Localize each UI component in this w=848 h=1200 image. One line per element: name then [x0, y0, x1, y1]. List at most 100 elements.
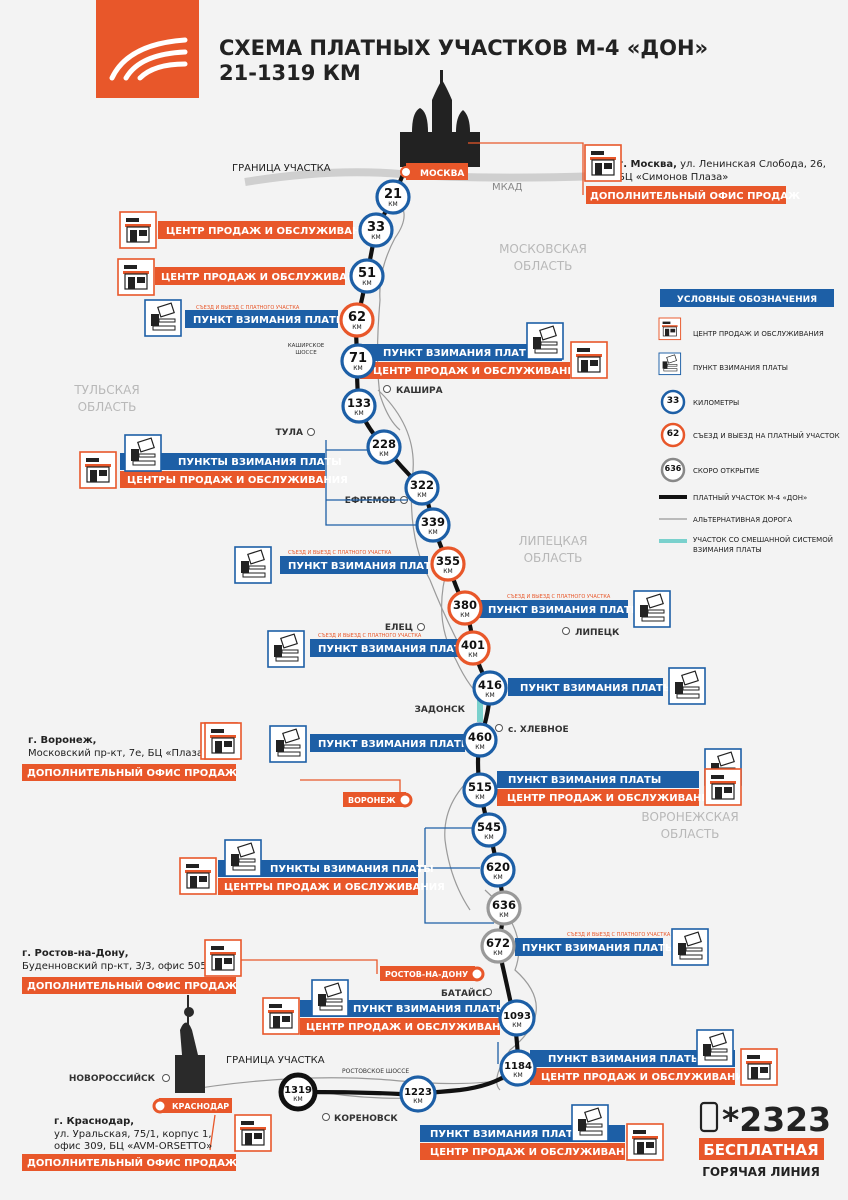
station-circle [339, 302, 375, 338]
station-km-value: 62 [348, 310, 366, 325]
row-33-sales [158, 221, 353, 239]
row-51-sales [155, 267, 345, 285]
office-voronezh-label: ДОПОЛНИТЕЛЬНЫЙ ОФИС ПРОДАЖ [27, 766, 238, 779]
korenovsk-dot [322, 1113, 330, 1121]
legend-item-exit: СЪЕЗД И ВЫЕЗД НА ПЛАТНЫЙ УЧАСТОК [693, 431, 840, 440]
row-1184-sales [530, 1068, 735, 1085]
toll-point-icon [526, 322, 564, 360]
office-krasnodar-line2: офис 309, БЦ «AVM-ORSETTO» [54, 1141, 212, 1152]
office-voronezh-line1: Московский пр-кт, 7е, БЦ «Плаза» [28, 748, 209, 759]
row-33-sales-label: ЦЕНТР ПРОДАЖ И ОБСЛУЖИВАНИЯ [166, 226, 376, 237]
station-circle [340, 343, 376, 379]
efremov-label: ЕФРЕМОВ [345, 496, 396, 506]
station-km-unit: КМ [413, 1098, 422, 1105]
station-km-value: 380 [453, 598, 477, 612]
row-672-note: СЪЕЗД И ВЫЕЗД С ПЛАТНОГО УЧАСТКА [567, 932, 671, 938]
station-circle [358, 212, 394, 248]
sales-center-icon [204, 722, 242, 760]
row-620-sales-label: ЦЕНТРЫ ПРОДАЖ И ОБСЛУЖИВАНИЯ [224, 882, 445, 893]
toll-point-icon [267, 630, 305, 668]
lipetsk-label: ЛИПЕЦК [575, 628, 620, 638]
moscow-city-label: МОСКВА [420, 169, 464, 179]
legend-exit-text: 62 [667, 429, 680, 439]
row-1093-toll-label: ПУНКТ ВЗИМАНИЯ ПЛАТЫ [353, 1004, 506, 1015]
title-line1: СХЕМА ПЛАТНЫХ УЧАСТКОВ М-4 «ДОН» [219, 36, 708, 60]
station-km-unit: КМ [379, 451, 388, 458]
station-km-value: 339 [421, 515, 445, 529]
sales-center-icon [704, 768, 742, 806]
toll-point-icon [144, 299, 182, 337]
hotline-line: ГОРЯЧАЯ ЛИНИЯ [702, 1165, 820, 1179]
row-1223-toll-label: ПУНКТ ВЗИМАНИЯ ПЛАТЫ [430, 1129, 583, 1140]
legend-item-toll: ПУНКТ ВЗИМАНИЯ ПЛАТЫ [693, 364, 788, 372]
legend-title: УСЛОВНЫЕ ОБОЗНАЧЕНИЯ [677, 295, 817, 305]
row-71-toll-label: ПУНКТ ВЗИМАНИЯ ПЛАТЫ [383, 348, 536, 359]
region-lipetsk-1: ЛИПЕЦКАЯ [519, 534, 588, 548]
station-circle [472, 670, 508, 706]
rostov-tag [380, 966, 475, 981]
station-km-value: 620 [486, 860, 510, 874]
sales-center-icon [79, 451, 117, 489]
station-km-unit: КМ [468, 652, 477, 659]
khlevnoe-dot [495, 724, 503, 732]
legend-soon-circle [660, 457, 686, 483]
station-km-value: 355 [436, 554, 460, 568]
row-1093-toll [300, 1000, 500, 1017]
row-460-toll [310, 734, 465, 752]
station-km-value: 133 [347, 396, 371, 410]
elets-label: ЕЛЕЦ [385, 623, 413, 633]
row-620-toll [218, 860, 418, 877]
legend-toll-icon [658, 352, 682, 376]
row-380-toll [478, 600, 628, 618]
row-401-toll-label: ПУНКТ ВЗИМАНИЯ ПЛАТЫ [318, 644, 471, 655]
station-circle [404, 470, 440, 506]
phone-icon [699, 1101, 719, 1133]
kashira-dot [383, 385, 391, 393]
toll-point-icon [224, 839, 262, 877]
kashira-hw-2: ШОССЕ [295, 350, 317, 356]
station-circle [462, 722, 498, 758]
station-km-value: 515 [468, 780, 492, 794]
rostov-dot [469, 966, 485, 982]
lipetsk-dot [562, 627, 570, 635]
station-circle [341, 388, 377, 424]
station-circle [399, 1075, 437, 1113]
station-km-unit: КМ [353, 365, 362, 372]
legend-item-soon: СКОРО ОТКРЫТИЕ [693, 467, 759, 475]
station-km-value: 1093 [503, 1011, 531, 1022]
station-km-value: 21 [384, 187, 402, 202]
row-355-toll-label: ПУНКТ ВЗИМАНИЯ ПЛАТЫ [288, 561, 441, 572]
row-1184-toll [530, 1050, 735, 1067]
toll-point-icon [571, 1104, 609, 1142]
station-km-unit: КМ [362, 280, 371, 287]
office-moscow-line1: ул. Ленинская Слобода, 26, [677, 159, 826, 170]
region-voronezh-2: ОБЛАСТЬ [661, 827, 720, 841]
station-km-value: 51 [358, 266, 376, 281]
row-401-note: СЪЕЗД И ВЫЕЗД С ПЛАТНОГО УЧАСТКА [318, 633, 422, 639]
sales-center-icon [117, 258, 155, 296]
row-1093-sales [300, 1018, 500, 1035]
legend-km-text: 33 [667, 396, 680, 406]
hotline-free: БЕСПЛАТНАЯ [703, 1141, 818, 1159]
row-380-toll-label: ПУНКТ ВЗИМАНИЯ ПЛАТЫ [488, 605, 641, 616]
krasnodar-city-label: КРАСНОДАР [172, 1102, 229, 1111]
toll-point-icon [234, 546, 272, 584]
row-620-sales [218, 878, 418, 895]
row-355-toll [280, 556, 428, 574]
station-km-unit: КМ [443, 568, 452, 575]
tula-dot [307, 428, 315, 436]
voronezh-dot [397, 792, 413, 808]
region-lipetsk-2: ОБЛАСТЬ [524, 551, 583, 565]
row-515-toll-label: ПУНКТ ВЗИМАНИЯ ПЛАТЫ [508, 775, 661, 786]
legend-exit-circle [660, 422, 686, 448]
station-circle [499, 1049, 537, 1087]
